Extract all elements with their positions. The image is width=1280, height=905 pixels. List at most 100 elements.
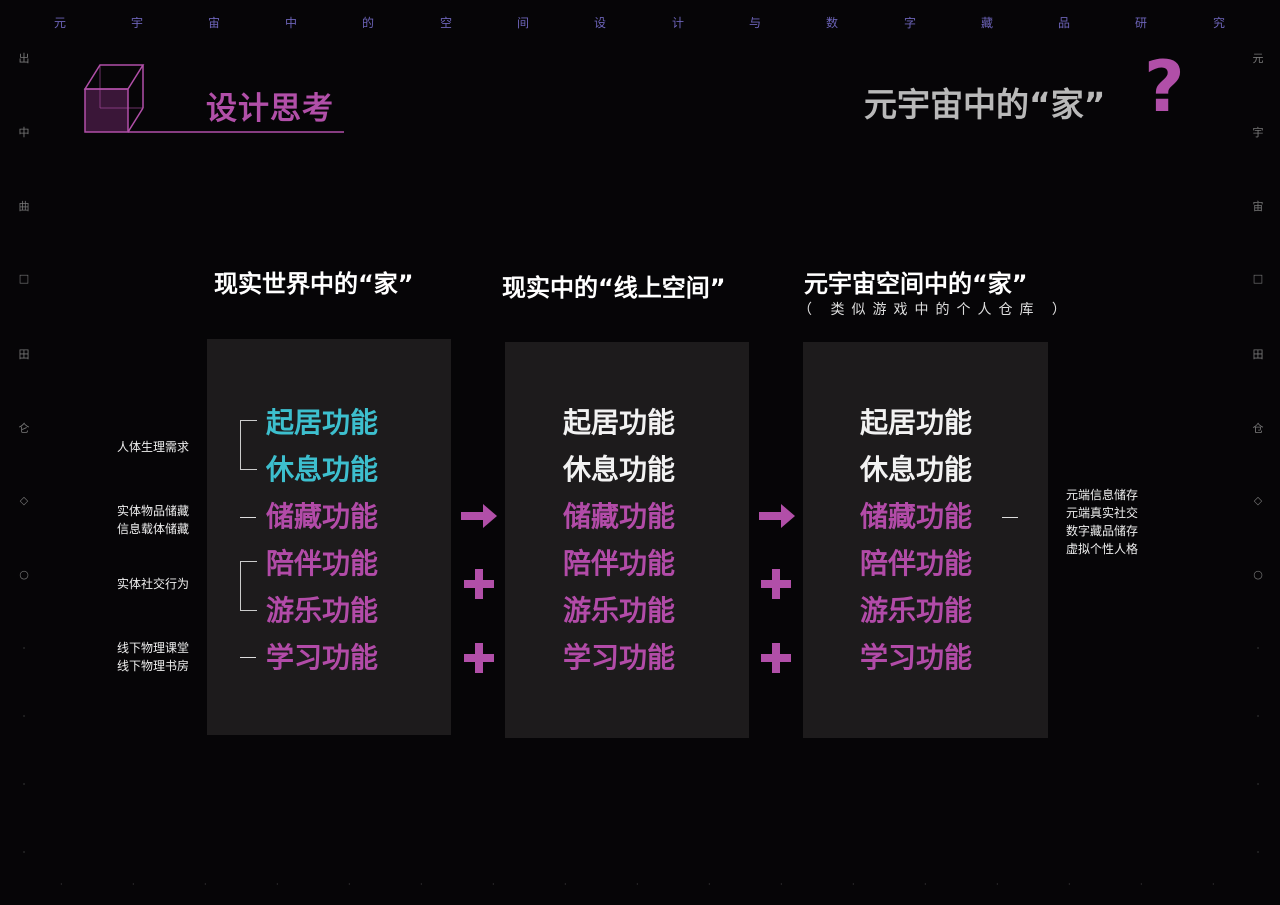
function-label: 休息功能 xyxy=(860,453,973,486)
bottom-dot: · xyxy=(996,880,999,889)
function-label: 游乐功能 xyxy=(860,594,973,627)
bottom-dot-row: · · · · · · · · · · · · · · · · · xyxy=(0,880,1280,889)
column-title-real-home: 现实世界中的“家” xyxy=(214,270,414,298)
bottom-dot: · xyxy=(1140,880,1143,889)
bottom-dot: · xyxy=(636,880,639,889)
column-title-metaverse-home: 元宇宙空间中的“家” xyxy=(804,270,1028,298)
side-dot: · xyxy=(1256,644,1260,653)
side-dot: · xyxy=(1256,848,1260,857)
side-glyph: ○ xyxy=(19,568,29,581)
strip-char: 间 xyxy=(516,16,530,30)
bottom-dot: · xyxy=(204,880,207,889)
bottom-dot: · xyxy=(420,880,423,889)
note-nft-storage: 数字藏品储存 xyxy=(1066,524,1139,538)
function-label: 学习功能 xyxy=(266,641,379,674)
dash-connector xyxy=(1002,517,1018,518)
side-glyph: ◇ xyxy=(19,494,29,507)
section-title: 设计思考 xyxy=(206,91,334,127)
plus-icon xyxy=(761,643,791,673)
function-label: 学习功能 xyxy=(563,641,676,674)
side-glyph: □ xyxy=(18,272,30,285)
strip-char: 字 xyxy=(903,16,917,30)
function-label: 游乐功能 xyxy=(563,594,676,627)
function-label: 储藏功能 xyxy=(860,500,973,533)
function-label: 陪伴功能 xyxy=(860,547,973,580)
bottom-dot: · xyxy=(276,880,279,889)
strip-char: 元 xyxy=(53,16,67,30)
side-dot: · xyxy=(22,644,26,653)
side-glyph: 曲 xyxy=(18,200,30,213)
bracket-connector xyxy=(240,561,257,611)
bottom-dot: · xyxy=(852,880,855,889)
panel-online-space xyxy=(505,342,749,738)
plus-icon xyxy=(464,643,494,673)
question-mark: ? xyxy=(1144,46,1185,128)
arrow-right-icon xyxy=(461,504,497,528)
strip-char: 设 xyxy=(593,16,607,30)
panel-metaverse-home xyxy=(803,342,1048,738)
bottom-dot: · xyxy=(780,880,783,889)
function-label: 休息功能 xyxy=(266,453,379,486)
function-label: 起居功能 xyxy=(266,406,379,439)
function-label: 陪伴功能 xyxy=(266,547,379,580)
bottom-dot: · xyxy=(924,880,927,889)
function-label: 起居功能 xyxy=(860,406,973,439)
side-dot: · xyxy=(1256,780,1260,789)
side-glyph: 元 xyxy=(1252,52,1264,65)
strip-char: 数 xyxy=(825,16,839,30)
side-glyph: ◇ xyxy=(1253,494,1263,507)
side-glyph: 仓 xyxy=(1252,422,1264,435)
function-label: 储藏功能 xyxy=(266,500,379,533)
side-glyph: 中 xyxy=(18,126,30,139)
strip-char: 研 xyxy=(1134,16,1148,30)
bottom-dot: · xyxy=(708,880,711,889)
function-label: 游乐功能 xyxy=(266,594,379,627)
bracket-connector xyxy=(240,420,257,470)
note-physiological-needs: 人体生理需求 xyxy=(117,440,190,454)
side-dot: · xyxy=(22,780,26,789)
wireframe-cube-icon xyxy=(83,64,344,133)
side-glyph: 出 xyxy=(18,52,30,65)
bottom-dot: · xyxy=(564,880,567,889)
column-title-online-space: 现实中的“线上空间” xyxy=(502,274,726,302)
function-label: 休息功能 xyxy=(563,453,676,486)
plus-icon xyxy=(761,569,791,599)
column-subtitle: （ 类似游戏中的个人仓库 ） xyxy=(798,302,1073,318)
side-glyph: 宇 xyxy=(1252,126,1264,139)
side-dot: · xyxy=(22,712,26,721)
note-cloud-storage: 元端信息储存 xyxy=(1066,488,1139,502)
strip-char: 空 xyxy=(439,16,453,30)
function-label: 储藏功能 xyxy=(563,500,676,533)
function-label: 起居功能 xyxy=(563,406,676,439)
top-character-strip: 元 宇 宙 中 的 空 间 设 计 与 数 字 藏 品 研 究 xyxy=(0,14,1280,32)
arrow-right-icon xyxy=(759,504,795,528)
plus-icon xyxy=(464,569,494,599)
right-decor-column: 元 宇 宙 □ 田 仓 ◇ ○ · · · · xyxy=(1248,50,1268,890)
function-label: 陪伴功能 xyxy=(563,547,676,580)
note-social-behavior: 实体社交行为 xyxy=(117,577,190,591)
side-glyph: □ xyxy=(1252,272,1264,285)
strip-char: 计 xyxy=(671,16,685,30)
bottom-dot: · xyxy=(1068,880,1071,889)
strip-char: 与 xyxy=(748,16,762,30)
dash-connector xyxy=(240,517,256,518)
side-glyph: 仑 xyxy=(18,422,30,435)
strip-char: 宙 xyxy=(207,16,221,30)
note-virtual-persona: 虚拟个性人格 xyxy=(1066,542,1139,556)
left-decor-column: 出 中 曲 □ 田 仑 ◇ ○ · · · · xyxy=(14,50,34,890)
strip-char: 究 xyxy=(1212,16,1226,30)
strip-char: 品 xyxy=(1057,16,1071,30)
bottom-dot: · xyxy=(60,880,63,889)
panel-real-home xyxy=(207,339,451,735)
side-glyph: 田 xyxy=(18,348,30,361)
note-cloud-social: 元端真实社交 xyxy=(1066,506,1139,520)
dash-connector xyxy=(240,657,256,658)
function-label: 学习功能 xyxy=(860,641,973,674)
bottom-dot: · xyxy=(1212,880,1215,889)
note-info-storage: 信息载体储藏 xyxy=(117,522,190,536)
note-offline-study: 线下物理书房 xyxy=(117,659,190,673)
side-glyph: ○ xyxy=(1253,568,1263,581)
side-dot: · xyxy=(1256,712,1260,721)
side-glyph: 宙 xyxy=(1252,200,1264,213)
strip-char: 的 xyxy=(361,16,375,30)
